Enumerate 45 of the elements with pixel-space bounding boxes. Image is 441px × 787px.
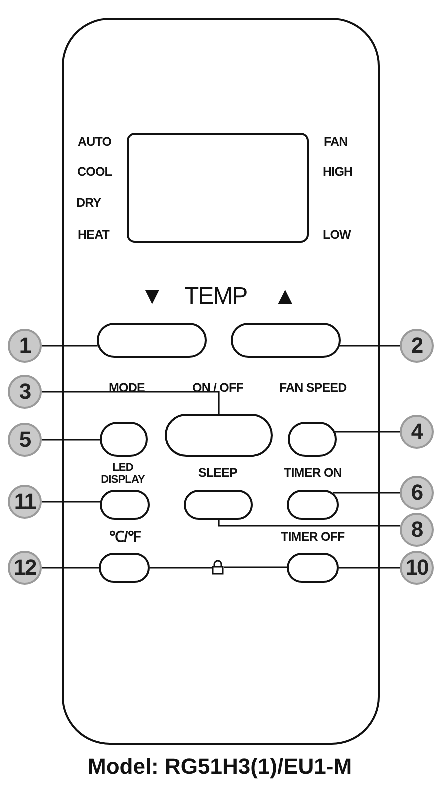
leader-line	[150, 567, 212, 569]
callout-number: 12	[8, 551, 42, 585]
callout-number: 8	[400, 513, 434, 547]
remote-button	[165, 414, 273, 457]
mode-indicator: HIGH	[323, 166, 353, 180]
button-caption: SLEEP	[198, 467, 238, 480]
caption: Model: RG51H3(1)/EU1-M	[88, 754, 352, 780]
leader-line	[335, 431, 400, 433]
callout-number: 5	[8, 423, 42, 457]
leader-line	[42, 439, 100, 441]
leader-line	[42, 567, 99, 569]
remote-button	[97, 323, 207, 358]
lcd-screen	[127, 133, 309, 243]
callout-number: 4	[400, 415, 434, 449]
leader-line	[224, 566, 287, 568]
leader-line	[218, 520, 400, 527]
mode-indicator: DRY	[76, 197, 102, 210]
mode-indicator: COOL	[78, 166, 112, 180]
button-caption: FAN SPEED	[280, 382, 347, 396]
leader-line	[42, 391, 220, 414]
lock-icon	[212, 560, 224, 575]
leader-line	[340, 345, 400, 347]
leader-line	[42, 345, 98, 347]
callout-number: 2	[400, 329, 434, 363]
button-caption: TEMP	[184, 284, 248, 308]
callout-number: 11	[8, 485, 42, 519]
mode-indicator: HEAT	[78, 229, 110, 242]
leader-line	[42, 501, 100, 503]
up-symbol: ▲	[274, 284, 297, 308]
callout-number: 1	[8, 329, 42, 363]
button-caption: ℃/℉	[110, 530, 140, 546]
mode-indicator: AUTO	[78, 136, 112, 150]
remote-button	[184, 490, 253, 520]
mode-indicator: LOW	[323, 229, 351, 242]
leader-line	[339, 567, 400, 569]
button-caption: LED DISPLAY	[100, 462, 146, 486]
leader-line	[333, 492, 400, 494]
remote-button	[231, 323, 341, 358]
button-caption: TIMER ON	[284, 467, 342, 480]
mode-indicator: FAN	[324, 136, 348, 150]
down-symbol: ▼	[140, 284, 164, 308]
callout-number: 6	[400, 476, 434, 510]
callout-number: 10	[400, 551, 434, 585]
button-caption: TIMER OFF	[281, 531, 345, 544]
callout-number: 3	[8, 375, 42, 409]
